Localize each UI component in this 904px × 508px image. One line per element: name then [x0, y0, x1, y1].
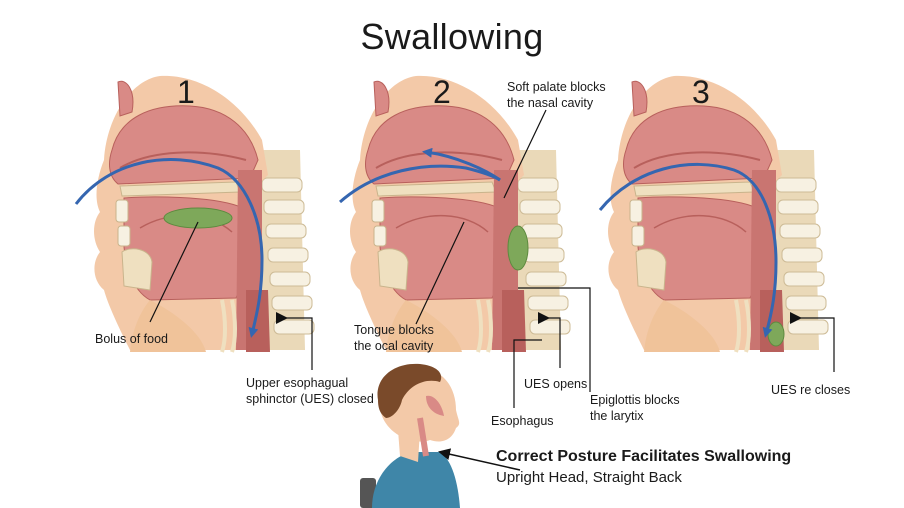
- posture-subtitle: Upright Head, Straight Back: [496, 469, 682, 486]
- panel-2-anatomy: [339, 73, 591, 408]
- panel-1-number: 1: [177, 74, 195, 110]
- panel-2-number: 2: [433, 74, 451, 110]
- posture-title: Correct Posture Facilitates Swallowing: [496, 448, 792, 465]
- posture-person-illustration: [360, 363, 460, 508]
- bolus-label: Bolus of food: [95, 332, 168, 346]
- bolus-of-food-2: [507, 225, 529, 271]
- ues-opens-label: UES opens: [524, 377, 588, 391]
- esophagus-label: Esophagus: [491, 414, 554, 428]
- panel-1-anatomy: [74, 73, 316, 370]
- ues-recloses-label: UES re closes: [771, 383, 851, 397]
- panel-3-anatomy: [598, 73, 835, 372]
- soft-palate-label: Soft palate blocks the nasal cavity: [507, 80, 606, 110]
- tongue-label: Tongue blocks the ocal cavity: [354, 323, 434, 353]
- page-title: Swallowing: [360, 16, 544, 57]
- epiglottis-label: Epiglottis blocks the larytix: [590, 393, 680, 423]
- bolus-of-food-1: [163, 207, 233, 229]
- panel-3-number: 3: [692, 74, 710, 110]
- ues-closed-label: Upper esophagual sphinctor (UES) closed: [246, 376, 374, 406]
- bolus-of-food-3: [767, 321, 785, 347]
